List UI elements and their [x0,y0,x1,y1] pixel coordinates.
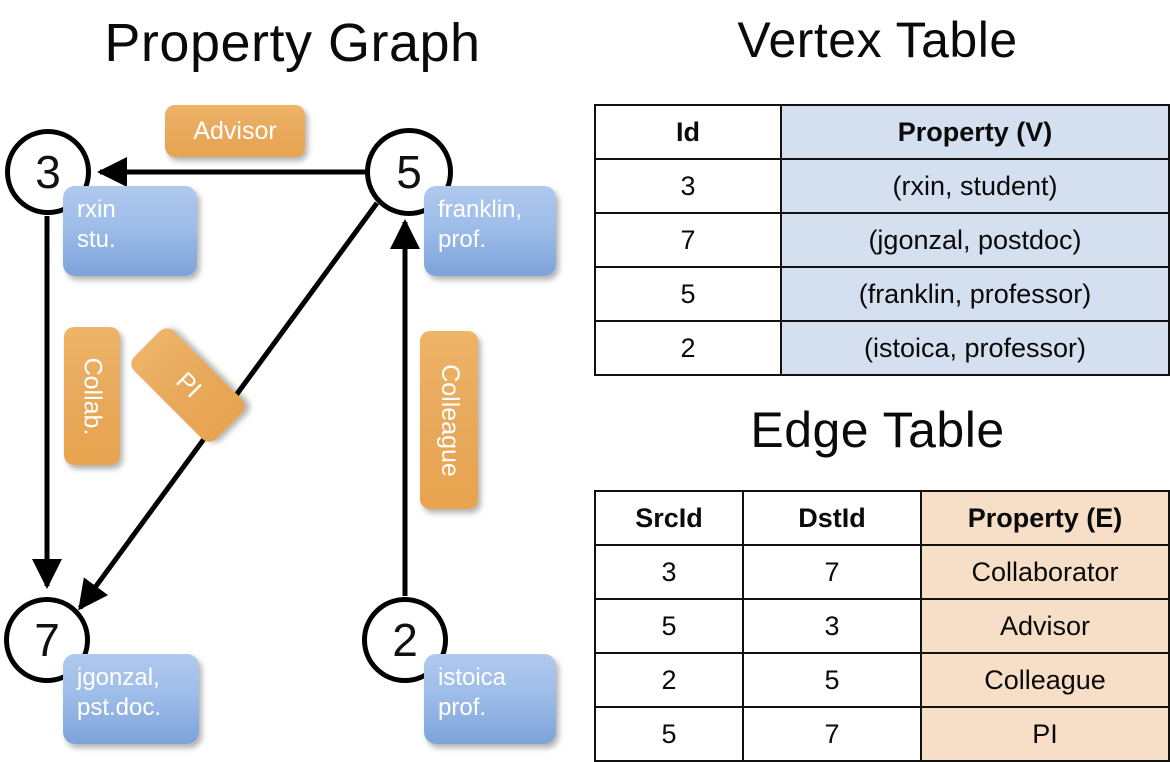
table-header-row: SrcId DstId Property (E) [594,490,1170,546]
edge-cell-srcid: 3 [594,544,744,600]
table-row: 2 (istoica, professor) [594,320,1170,376]
vertex-property-line-1: rxin [77,196,116,223]
table-row: 5 3 Advisor [594,598,1170,654]
vertex-table: Id Property (V) 3 (rxin, student) 7 (jgo… [594,104,1170,376]
vertex-cell-property: (jgonzal, postdoc) [780,212,1170,268]
vertex-node-2[interactable]: 2 [362,597,448,683]
edge-table-header-dstid: DstId [742,490,922,546]
table-header-row: Id Property (V) [594,104,1170,160]
vertex-node-5[interactable]: 5 [365,128,453,216]
edge-label-advisor-text: Advisor [193,116,277,145]
vertex-property-line-1: franklin, [438,196,523,223]
edge-label-collaborator: Collab. [64,327,120,465]
vertex-property-box-3: rxin stu. [63,186,197,276]
edge-label-colleague: Colleague [420,331,478,509]
edge-cell-srcid: 5 [594,706,744,762]
edge-cell-property: PI [920,706,1170,762]
table-row: 3 (rxin, student) [594,158,1170,214]
vertex-cell-property: (franklin, professor) [780,266,1170,322]
vertex-property-box-5: franklin, prof. [424,186,556,276]
edge-cell-dstid: 5 [742,652,922,708]
edge-cell-property: Collaborator [920,544,1170,600]
edge-label-collaborator-text: Collab. [78,357,107,435]
edge-cell-property: Advisor [920,598,1170,654]
vertex-property-line-1: istoica [438,664,507,691]
vertex-property-box-7: jgonzal, pst.doc. [63,654,199,744]
page-title-vertex-table: Vertex Table [737,12,1018,68]
vertex-property-box-2: istoica prof. [424,654,556,744]
edge-table-header-property: Property (E) [920,490,1170,546]
page-title-edge-table: Edge Table [750,402,1005,458]
vertex-table-header-property: Property (V) [780,104,1170,160]
page-title-property-graph: Property Graph [104,13,481,73]
edge-cell-srcid: 5 [594,598,744,654]
edge-label-advisor: Advisor [165,105,305,157]
edge-table: SrcId DstId Property (E) 3 7 Collaborato… [594,490,1170,762]
property-graph-diagram: 3 rxin stu. 5 franklin, prof. 7 jgonzal,… [0,0,585,760]
vertex-cell-id: 5 [594,266,782,322]
vertex-cell-id: 3 [594,158,782,214]
vertex-property-line-2: stu. [77,226,116,253]
edge-table-header-srcid: SrcId [594,490,744,546]
edge-label-colleague-text: Colleague [435,363,464,477]
vertex-property-line-2: prof. [438,694,487,721]
vertex-table-header-id: Id [594,104,782,160]
edge-label-pi-text: PI [170,366,207,403]
table-row: 5 (franklin, professor) [594,266,1170,322]
table-row: 2 5 Colleague [594,652,1170,708]
table-row: 3 7 Collaborator [594,544,1170,600]
edge-cell-dstid: 3 [742,598,922,654]
table-row: 5 7 PI [594,706,1170,762]
vertex-cell-property: (rxin, student) [780,158,1170,214]
edge-cell-property: Colleague [920,652,1170,708]
edge-cell-srcid: 2 [594,652,744,708]
edge-cell-dstid: 7 [742,706,922,762]
vertex-property-line-2: prof. [438,226,487,253]
vertex-property-line-1: jgonzal, [77,664,160,691]
vertex-cell-id: 2 [594,320,782,376]
vertex-property-line-2: pst.doc. [77,694,162,721]
edge-cell-dstid: 7 [742,544,922,600]
table-row: 7 (jgonzal, postdoc) [594,212,1170,268]
vertex-cell-id: 7 [594,212,782,268]
vertex-cell-property: (istoica, professor) [780,320,1170,376]
